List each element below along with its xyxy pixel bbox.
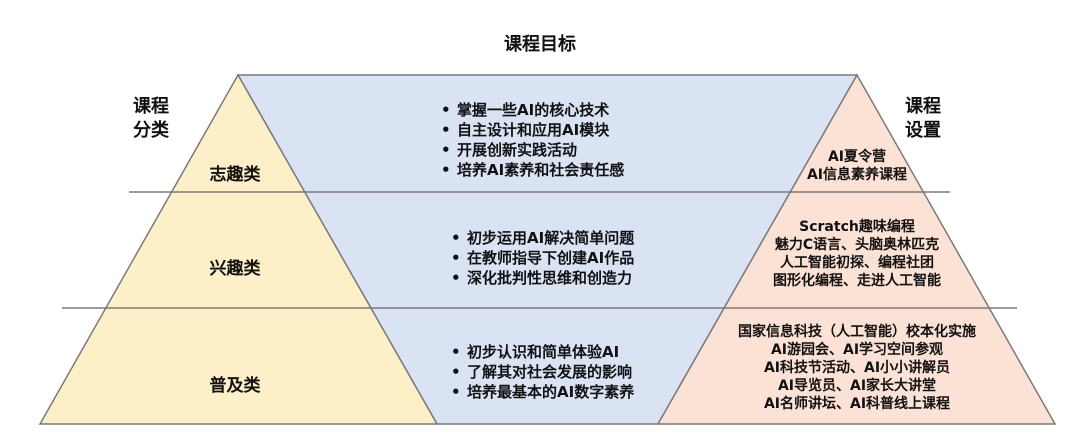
- setting-item: 图形化编程、走进人工智能: [773, 273, 941, 289]
- setting-item: 国家信息科技（人工智能）校本化实施: [738, 324, 976, 340]
- setting-item: Scratch趣味编程: [799, 219, 915, 235]
- settings-puji: 国家信息科技（人工智能）校本化实施 AI游园会、AI学习空间参观 AI科技节活动…: [707, 323, 1007, 413]
- setting-item: AI名师讲坛、AI科普线上课程: [763, 396, 951, 412]
- setting-item: AI夏令营: [827, 149, 887, 165]
- category-triangle: [38, 73, 439, 425]
- left-header-line-2: 分类: [133, 120, 169, 141]
- setting-item: AI导览员、AI家长大讲堂: [777, 378, 937, 394]
- goal-item: 在教师指导下创建AI作品: [451, 248, 634, 268]
- settings-xingqu: Scratch趣味编程 魅力C语言、头脑奥林匹克 人工智能初探、编程社团 图形化…: [757, 218, 957, 290]
- settings-triangle: [656, 73, 1057, 425]
- category-label-puji: 普及类: [209, 376, 261, 396]
- goals-list-puji: 初步认识和简单体验AI 了解其对社会发展的影响 培养最基本的AI数字素养: [451, 342, 634, 402]
- setting-item: 人工智能初探、编程社团: [780, 255, 934, 271]
- setting-item: 魅力C语言、头脑奥林匹克: [774, 237, 940, 253]
- setting-item: AI科技节活动、AI小小讲解员: [763, 360, 951, 376]
- setting-item: AI信息素养课程: [806, 167, 908, 183]
- goal-item: 初步运用AI解决简单问题: [451, 228, 634, 248]
- goals-list-zhiqu: 掌握一些AI的核心技术 自主设计和应用AI模块 开展创新实践活动 培养AI素养和…: [441, 100, 624, 180]
- setting-item: AI游园会、AI学习空间参观: [770, 342, 944, 358]
- left-header: 课程 分类: [126, 95, 176, 143]
- category-label-xingqu: 兴趣类: [209, 259, 261, 279]
- goal-item: 开展创新实践活动: [441, 140, 624, 160]
- settings-zhiqu: AI夏令营 AI信息素养课程: [777, 148, 937, 184]
- goal-item: 培养AI素养和社会责任感: [441, 160, 624, 180]
- goal-item: 掌握一些AI的核心技术: [441, 100, 624, 120]
- right-header-line-1: 课程: [905, 96, 941, 117]
- goals-list-xingqu: 初步运用AI解决简单问题 在教师指导下创建AI作品 深化批判性思维和创造力: [451, 228, 634, 288]
- goal-item: 自主设计和应用AI模块: [441, 120, 624, 140]
- category-label-zhiqu: 志趣类: [209, 165, 261, 185]
- right-header: 课程 设置: [898, 95, 948, 143]
- goal-item: 培养最基本的AI数字素养: [451, 382, 634, 402]
- goal-item: 了解其对社会发展的影响: [451, 362, 634, 382]
- goal-item: 深化批判性思维和创造力: [451, 268, 634, 288]
- goal-item: 初步认识和简单体验AI: [451, 342, 634, 362]
- left-header-line-1: 课程: [133, 96, 169, 117]
- right-header-line-2: 设置: [905, 120, 941, 141]
- diagram-title: 课程目标: [504, 34, 576, 55]
